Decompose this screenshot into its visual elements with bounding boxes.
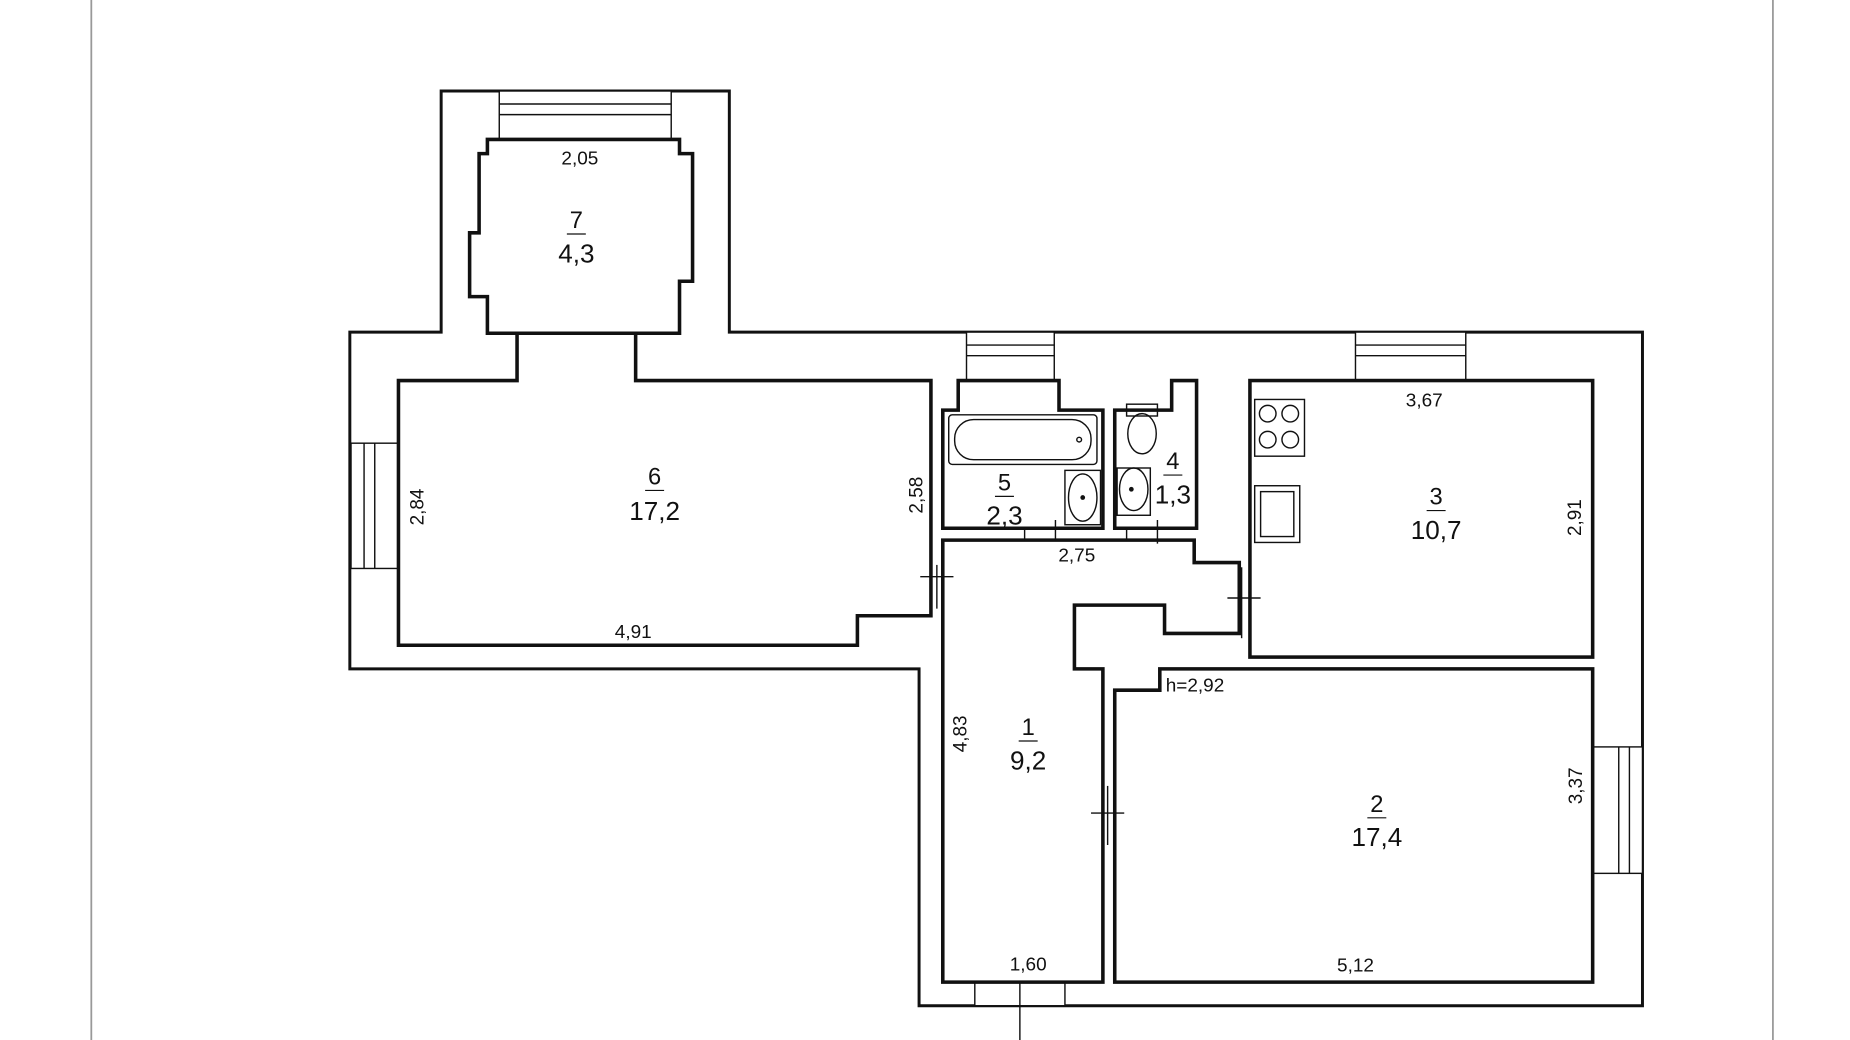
dim-r3-height: 2,91 [1565, 499, 1586, 536]
svg-text:1,3: 1,3 [1155, 479, 1191, 509]
toilet-icon [1125, 403, 1159, 455]
room-2 [1112, 667, 1595, 984]
room-4-wc [1112, 378, 1199, 531]
room-label-7: 74,3 [558, 208, 594, 268]
window-kitchen [1354, 331, 1467, 382]
sink-icon [1116, 467, 1152, 516]
room-label-1: 19,2 [1010, 715, 1046, 775]
room-6 [396, 331, 933, 648]
room-1-corridor [941, 538, 1242, 984]
window-loggia [498, 90, 672, 141]
svg-text:2,3: 2,3 [986, 501, 1022, 531]
bathtub-icon [948, 414, 1098, 466]
kitchen-sink-icon [1253, 485, 1301, 544]
dim-corridor-top: 2,75 [1058, 545, 1095, 566]
room-label-4: 41,3 [1155, 449, 1191, 509]
dim-r2-width: 5,12 [1337, 955, 1374, 976]
svg-text:3: 3 [1430, 485, 1443, 511]
room-label-2: 217,4 [1351, 792, 1402, 852]
door-marks [920, 520, 1261, 845]
dim-r2-height: 3,37 [1566, 768, 1587, 805]
svg-text:2: 2 [1370, 792, 1383, 818]
stove-icon [1253, 398, 1306, 457]
dim-r6-width: 4,91 [615, 622, 652, 643]
svg-text:7: 7 [570, 208, 583, 234]
room-7-loggia [467, 137, 695, 336]
window-room-2 [1591, 746, 1644, 875]
ceiling-height: h=2,92 [1166, 675, 1225, 696]
svg-text:17,2: 17,2 [629, 496, 680, 526]
room-3-kitchen [1248, 378, 1595, 659]
window-room-6 [350, 442, 400, 570]
room-label-6: 617,2 [629, 465, 680, 526]
dim-r3-width: 3,67 [1406, 391, 1443, 412]
svg-text:4,3: 4,3 [558, 238, 594, 268]
room-label-3: 310,7 [1411, 485, 1462, 545]
sink-icon [1064, 469, 1102, 526]
room-5-bathroom [941, 378, 1105, 531]
room-label-5: 52,3 [986, 470, 1022, 530]
window-bathroom [965, 331, 1055, 382]
entrance-door [974, 981, 1066, 1040]
svg-text:10,7: 10,7 [1411, 515, 1462, 545]
svg-text:9,2: 9,2 [1010, 745, 1046, 775]
svg-text:6: 6 [648, 465, 661, 491]
svg-text:4: 4 [1166, 449, 1179, 475]
dim-r6-right: 2,58 [907, 477, 928, 514]
dim-r1-height: 4,83 [950, 716, 971, 753]
dim-r1-width: 1,60 [1010, 954, 1047, 975]
outer-wall [348, 89, 1644, 1008]
dim-r6-height: 2,84 [407, 489, 428, 526]
svg-text:17,4: 17,4 [1351, 822, 1402, 852]
svg-text:5: 5 [998, 470, 1011, 496]
dim-r7-width: 2,05 [561, 148, 598, 169]
svg-text:1: 1 [1022, 715, 1035, 741]
